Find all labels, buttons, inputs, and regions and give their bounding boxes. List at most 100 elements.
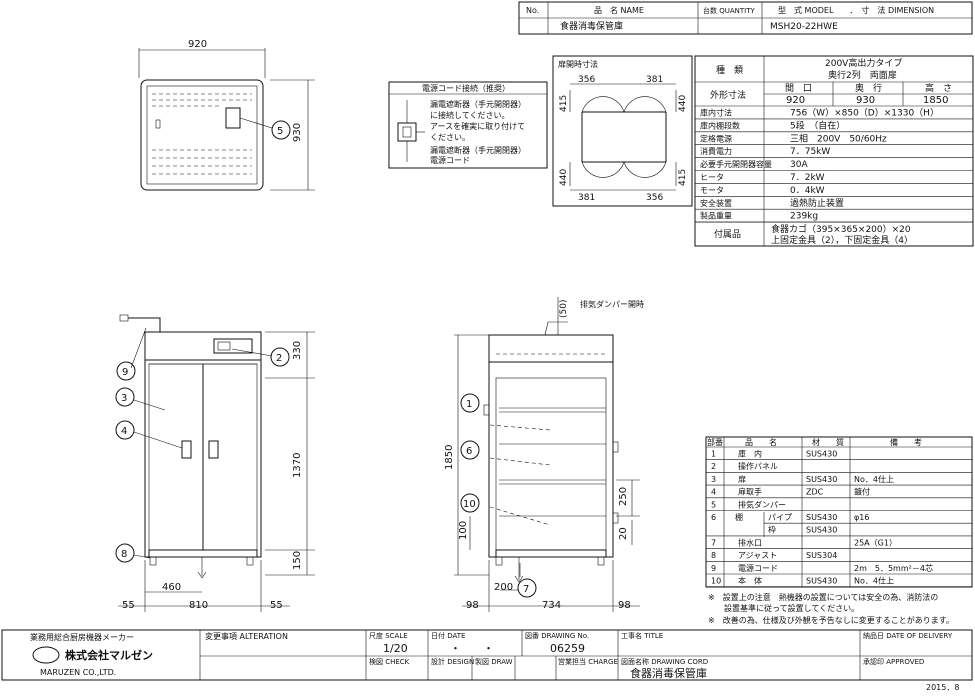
spec-row-value: 三相 200V 50/60Hz [790,132,887,144]
parts-row-no: 9 [711,564,716,573]
spec-row-label: 消費電力 [700,146,732,156]
parts-row-no: 10 [711,577,721,586]
spec-type-value-2: 奥行2列 両面扉 [828,69,897,81]
side-dim-734: 734 [542,600,561,611]
footer-date: 2015．8 [926,683,959,692]
parts-header-no: 部番 [707,437,723,447]
callout-8: 8 [121,549,127,560]
spec-row-label: 安全装置 [700,198,732,208]
door-swing-left-top: 415 [559,95,569,112]
side-dim-98-right: 98 [618,600,631,611]
header-model-label: 型 式 MODEL ． 寸 法 DIMENSION [778,5,934,15]
spec-row-label: ヒータ [700,173,724,182]
top-width-dim: 920 [188,39,207,50]
power-cord-note: 電源コード接続（推奨） 漏電遮断器（手元開閉器） に接続してください。 アースを… [388,81,548,169]
spec-row-value: 過熱防止装置 [790,197,844,209]
vent-slots [152,93,252,175]
callout-9: 9 [122,367,128,378]
front-dim-1370: 1370 [292,453,303,478]
parts-row-no: 6 [711,513,716,522]
parts-row-note: 2m 5．5mm²－4芯 [854,563,933,573]
power-note-title: 電源コード接続（推奨） [422,83,510,93]
spec-row-label: 庫内寸法 [700,108,732,118]
spec-outer-header-d: 奥 行 [855,82,882,94]
top-view: 920 930 5 [138,39,315,191]
door-swing-right-bottom: 415 [678,169,688,186]
front-dim-55-right: 55 [270,600,283,611]
door-swing-bottom-right: 356 [646,193,663,203]
parts-row-name: 庫 内 [738,449,762,459]
spec-row-value: 756（W）×850（D）×1330（H） [790,108,939,119]
spec-row-value: 239kg [790,212,818,222]
door-swing-top-right: 381 [646,75,663,85]
parts-row-no: 1 [711,450,716,459]
callout-5: 5 [277,126,283,137]
spec-row-label: モータ [700,186,724,195]
header-table: No. 品 名 NAME 台数 QUANTITY 型 式 MODEL ． 寸 法… [518,1,973,35]
front-view: 330 1370 150 460 55 810 55 9 3 4 8 2 [115,314,315,612]
spec-row-value: 0．4kW [790,186,825,196]
side-dim-50: (50) [559,300,569,318]
door-swing-left-bottom: 440 [559,169,569,186]
callout-3: 3 [121,393,127,404]
spec-outer-header-h: 高 さ [925,82,952,94]
parts-header-material: 材 質 [812,437,844,447]
parts-row-material: SUS430 [806,450,837,459]
parts-row-note: 鍍付 [854,487,870,497]
power-note-line-1: 漏電遮断器（手元開閉器） [430,99,526,109]
power-note-line-3: アースを確実に取り付けて [430,121,525,131]
company-name: 株式会社マルゼン [65,648,153,662]
drawing-cord-value: 食器消毒保管庫 [630,666,707,680]
parts-header-note: 備 考 [890,437,922,447]
spec-type-label: 種 類 [716,65,743,76]
alteration-label: 変更事項 ALTERATION [205,631,288,641]
parts-row-note: φ16 [854,513,869,522]
parts-row-material: SUS430 [806,577,837,586]
parts-row-name: 排水口 [738,537,762,547]
check-label: 検図 CHECK [369,657,410,666]
spec-outer-h: 1850 [923,95,948,106]
spec-outer-w: 920 [786,95,805,106]
power-note-legend-1: 漏電遮断器（手元開閉器） [430,145,526,155]
parts-row-material: ZDC [806,488,824,497]
spec-row-value: 7．2kW [790,173,825,183]
parts-row-name: 扉取手 [738,487,762,497]
side-damper-label: 排気ダンパー開時 [580,299,644,309]
front-dim-55-left: 55 [122,600,135,611]
design-label: 設計 DESIGN [431,657,474,666]
callout-10: 10 [463,499,476,510]
parts-row-name: アジャスト [738,551,777,560]
parts-row-no: 3 [711,475,716,484]
front-dim-330: 330 [292,341,303,360]
side-view: 排気ダンパー開時 (50) 1850 100 250 20 2 [444,297,644,612]
title-block: 業務用総合厨房機器メーカー 株式会社マルゼン MARUZEN CO.,LTD. … [1,629,973,692]
parts-row-no: 5 [711,500,716,509]
parts-row-name: 棚 [735,512,743,522]
parts-row-note: No．4仕上 [854,576,894,586]
date-value: ・ ・ [450,642,494,655]
maker-line: 業務用総合厨房機器メーカー [30,632,134,642]
front-dim-150: 150 [292,551,303,570]
parts-row-name: 扉 [738,474,746,484]
note-line-1: ※ 設置上の注意 熱機器の設置については安全の為、消防法の [708,592,938,602]
spec-row-label: 製品重量 [700,211,732,221]
side-dim-98-left: 98 [466,600,479,611]
spec-outer-header-w: 間 口 [785,83,812,94]
spec-accessory-label: 付属品 [714,229,741,240]
draw-label: 製図 DRAW [475,657,513,666]
parts-row-material: SUS430 [806,526,837,535]
spec-outer-label: 外形寸法 [710,89,746,101]
header-no-label: No. [526,6,539,15]
parts-row-name: 操作パネル [738,461,778,471]
spec-row-value: 30A [790,160,808,170]
parts-row-note: 25A（G1） [854,538,897,547]
parts-header-name: 品 名 [745,437,777,447]
side-dim-100: 100 [458,521,469,540]
spec-accessory-line-1: 食器カゴ（395×365×200）×20 [771,223,911,235]
parts-row-no: 4 [711,488,716,497]
spec-row-label: 必要手元開閉器容量 [700,159,772,169]
drawing-no-label: 図番 DRAWING No. [525,632,589,640]
